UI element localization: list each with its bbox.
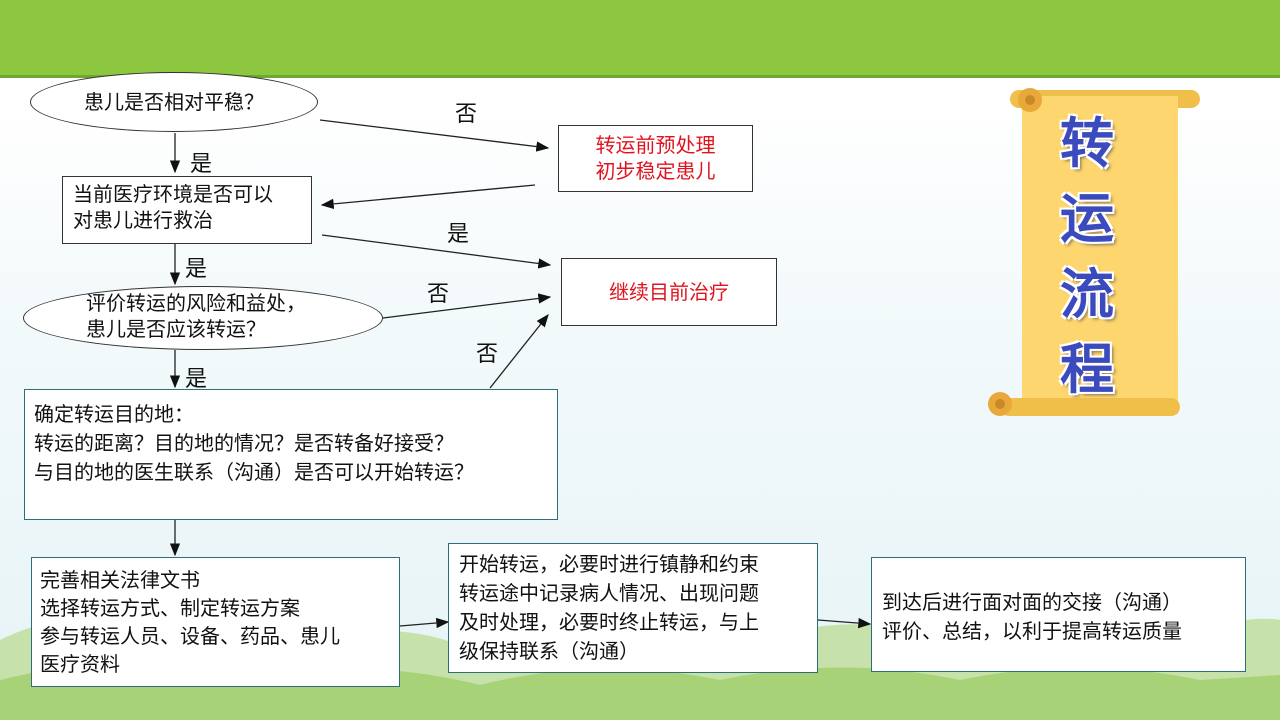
pre-treatment-line: 初步稳定患儿 [595, 159, 716, 183]
pre-treatment-line: 转运前预处理 [595, 133, 716, 157]
arrow-env-yes-right [321, 234, 552, 269]
preparation-box: 完善相关法律文书 选择转运方式、制定转运方案 参与转运人员、设备、药品、患儿 医… [31, 557, 400, 687]
label-yes: 是 [185, 257, 208, 282]
label-yes: 是 [190, 152, 213, 177]
destination-line: 确定转运目的地： [34, 402, 194, 426]
title-char: 转 [1060, 112, 1114, 175]
preparation-line: 医疗资料 [40, 652, 120, 676]
label-yes: 是 [185, 367, 208, 392]
decision-stable: 患儿是否相对平稳？ [30, 72, 318, 132]
label-no: 否 [476, 342, 499, 367]
label-no: 否 [455, 102, 478, 127]
start-transport-line: 及时处理，必要时终止转运，与上 [459, 610, 759, 634]
arrow-pretreat-back [320, 184, 536, 210]
arrow-dest-no [489, 313, 549, 389]
pre-treatment-box: 转运前预处理 初步稳定患儿 [558, 125, 753, 192]
preparation-line: 完善相关法律文书 [40, 568, 200, 592]
destination-box: 确定转运目的地： 转运的距离？目的地的情况？是否转备好接受？ 与目的地的医生联系… [24, 389, 558, 520]
destination-line: 与目的地的医生联系（沟通）是否可以开始转运？ [34, 460, 474, 484]
title-char: 运 [1060, 187, 1114, 251]
environment-box: 当前医疗环境是否可以 对患儿进行救治 [62, 176, 312, 244]
arrival-line: 评价、总结，以利于提高转运质量 [882, 619, 1182, 643]
label-yes: 是 [447, 222, 470, 247]
decision-stable-text: 患儿是否相对平稳？ [84, 90, 264, 114]
label-no: 否 [427, 282, 450, 307]
title-char: 程 [1060, 337, 1114, 401]
title-vertical: 转 运 流 程 [1032, 112, 1142, 402]
decision-risk: 评价转运的风险和益处， 患儿是否应该转运？ [23, 286, 383, 350]
environment-line: 当前医疗环境是否可以 [73, 182, 273, 206]
arrow-prep-start [399, 617, 450, 629]
arrow-risk-no [382, 293, 552, 319]
start-transport-line: 开始转运，必要时进行镇静和约束 [459, 552, 759, 576]
arrow-start-arrive [817, 617, 872, 629]
decision-risk-line: 患儿是否应该转运？ [86, 317, 266, 341]
top-banner-edge [0, 75, 1280, 78]
arrow-stable-no [319, 119, 550, 152]
start-transport-box: 开始转运，必要时进行镇静和约束 转运途中记录病人情况、出现问题 及时处理，必要时… [448, 543, 818, 673]
continue-treatment-text: 继续目前治疗 [609, 280, 729, 304]
top-banner [0, 0, 1280, 75]
arrival-box: 到达后进行面对面的交接（沟通） 评价、总结，以利于提高转运质量 [871, 557, 1246, 672]
decision-risk-line: 评价转运的风险和益处， [86, 291, 306, 315]
environment-line: 对患儿进行救治 [73, 208, 213, 232]
preparation-line: 选择转运方式、制定转运方案 [40, 596, 300, 620]
title-char: 流 [1060, 262, 1114, 326]
arrival-line: 到达后进行面对面的交接（沟通） [882, 590, 1182, 614]
start-transport-line: 级保持联系（沟通） [459, 639, 639, 663]
preparation-line: 参与转运人员、设备、药品、患儿 [40, 624, 340, 648]
continue-treatment-box: 继续目前治疗 [561, 258, 777, 326]
start-transport-line: 转运途中记录病人情况、出现问题 [459, 581, 759, 605]
destination-line: 转运的距离？目的地的情况？是否转备好接受？ [34, 431, 454, 455]
